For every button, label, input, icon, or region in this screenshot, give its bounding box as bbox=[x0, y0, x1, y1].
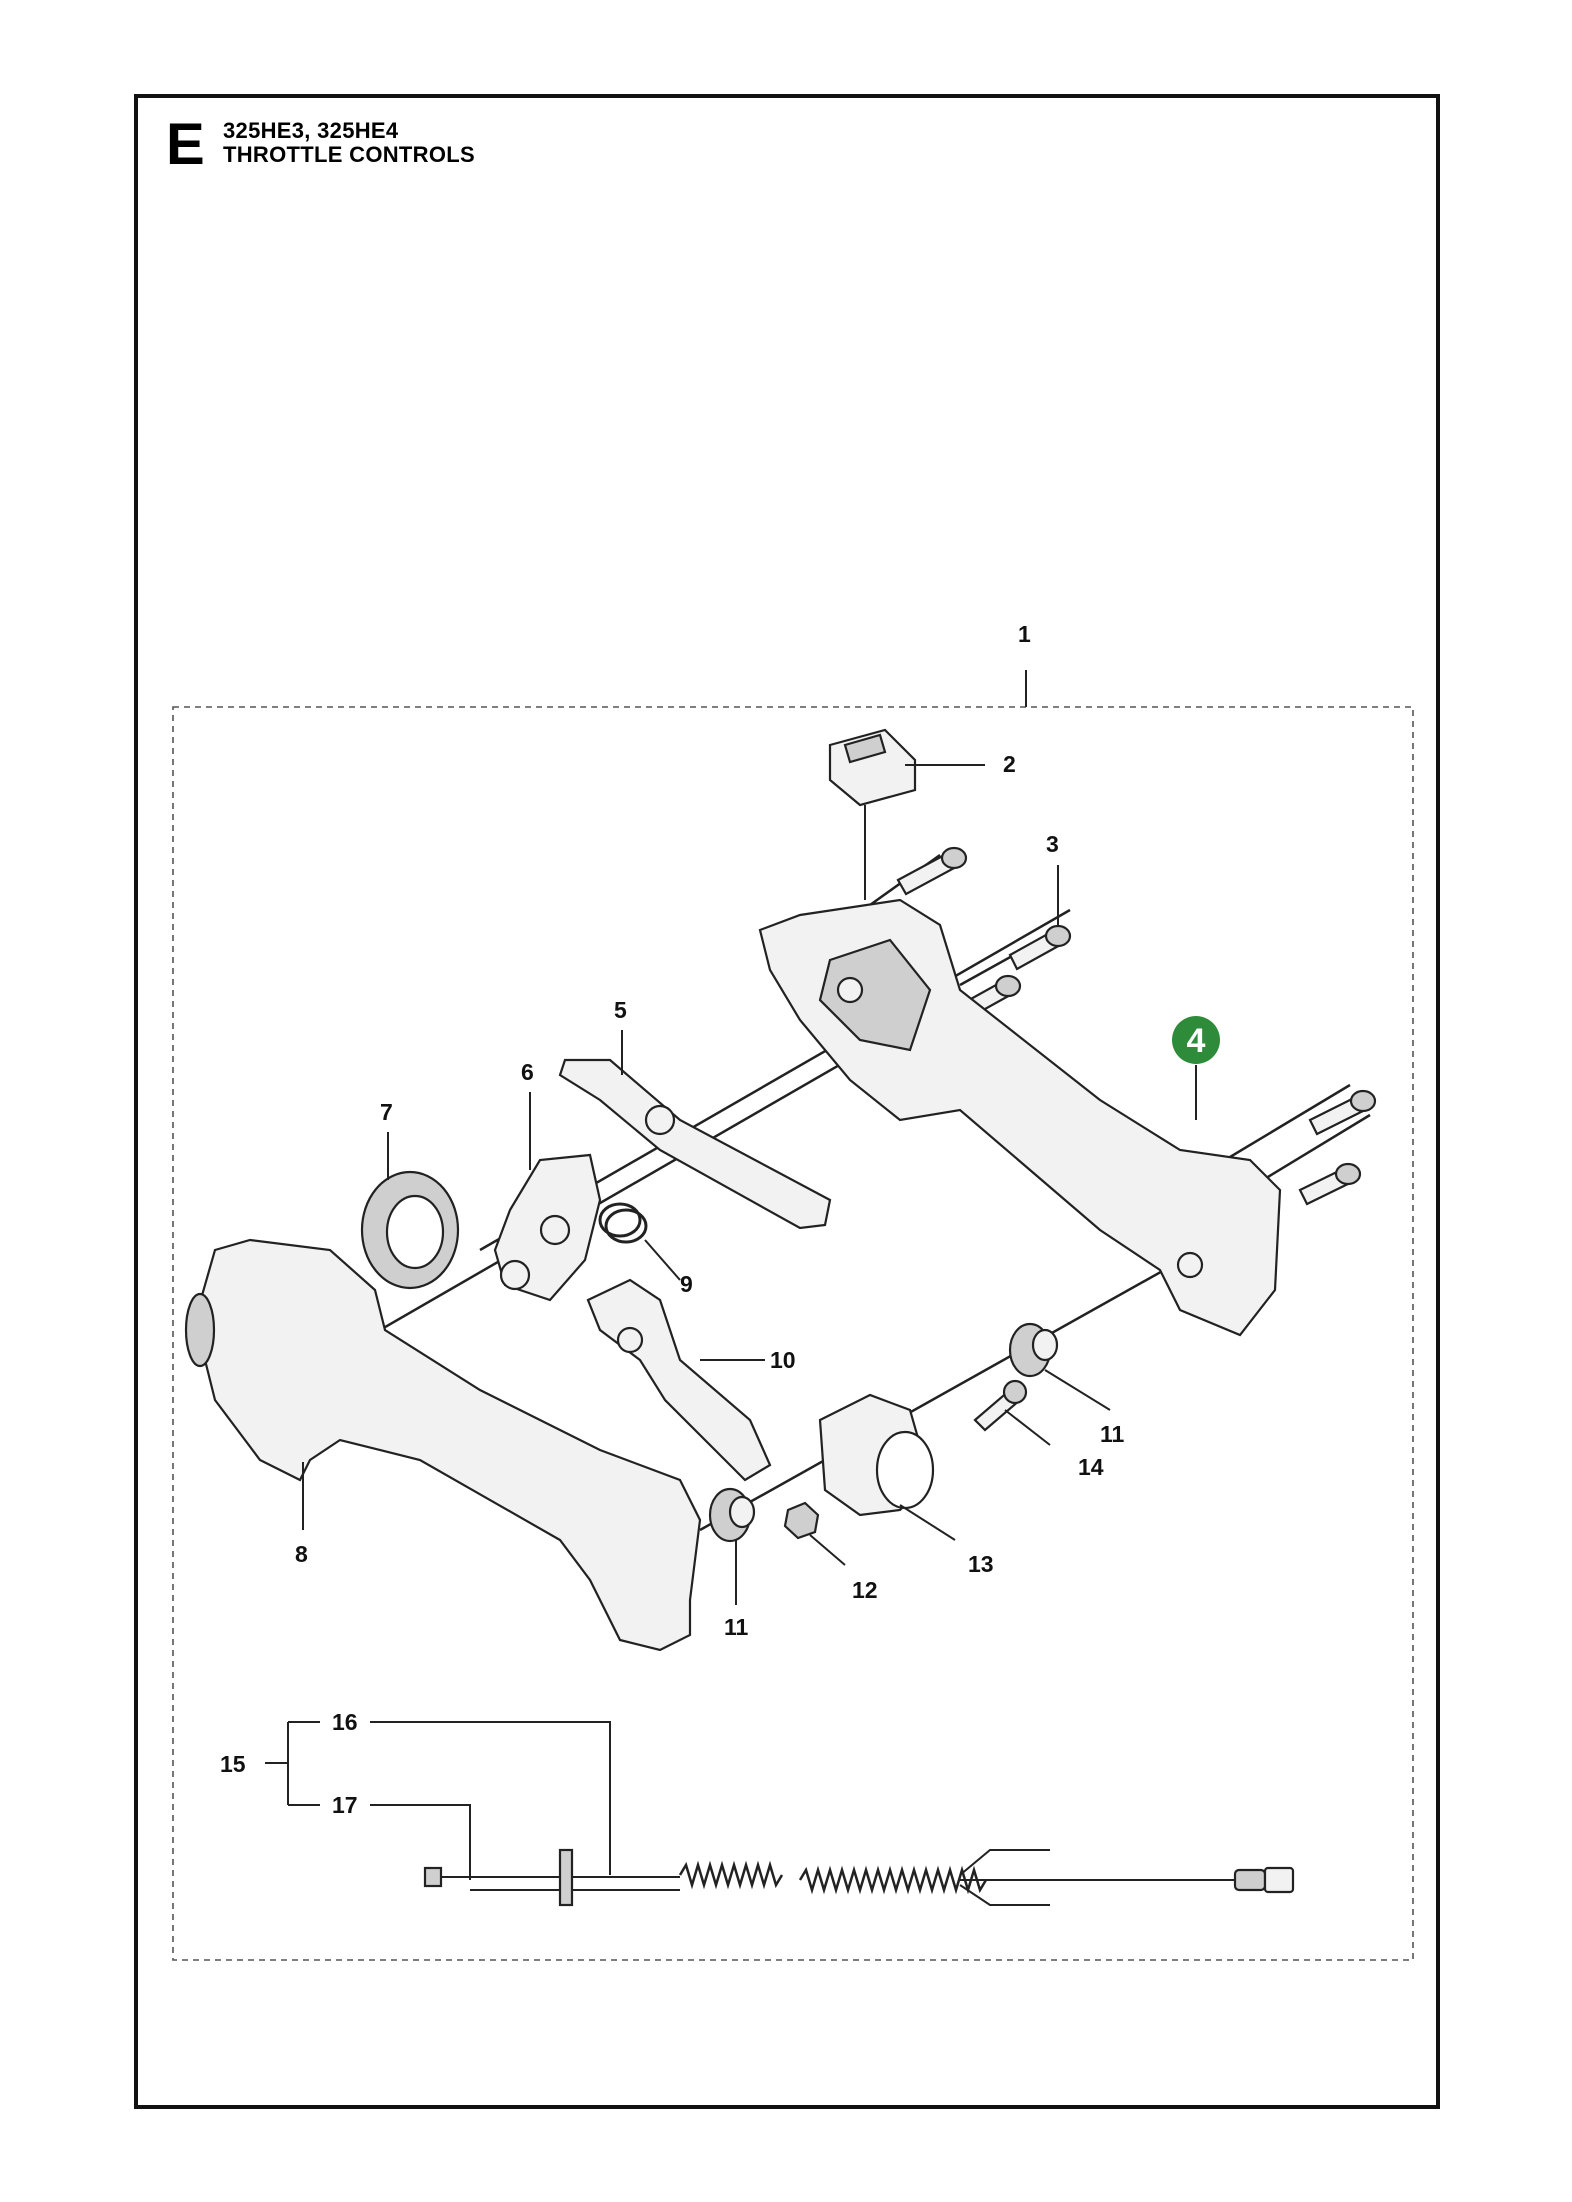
callout-6: 6 bbox=[521, 1059, 534, 1085]
callout-7: 7 bbox=[380, 1099, 393, 1125]
part-8-rear-handle bbox=[184, 1238, 702, 1652]
part-11-bushing bbox=[708, 1322, 1111, 1605]
callout-4: 4 bbox=[1187, 1022, 1206, 1060]
callout-12: 12 bbox=[852, 1577, 878, 1603]
diagram-title: THROTTLE CONTROLS bbox=[223, 142, 475, 167]
part-4-handle-housing bbox=[758, 898, 1282, 1337]
callout-1: 1 bbox=[1018, 621, 1031, 647]
callout-8: 8 bbox=[295, 1541, 308, 1567]
page-frame bbox=[134, 94, 1440, 2109]
highlighted-callout-4: 4 bbox=[1172, 1016, 1220, 1064]
axis-line bbox=[699, 1248, 1201, 1532]
callout-13: 13 bbox=[968, 1551, 994, 1577]
part-7-damper bbox=[360, 1170, 460, 1290]
callout-9: 9 bbox=[680, 1271, 693, 1297]
callout-11-left: 11 bbox=[724, 1614, 749, 1640]
part-6-bracket bbox=[493, 1153, 602, 1302]
callout-14: 14 bbox=[1078, 1454, 1104, 1480]
wiring-harness bbox=[265, 1721, 1295, 1907]
callout-17: 17 bbox=[332, 1792, 358, 1818]
callout-11-right: 11 bbox=[1100, 1421, 1125, 1447]
callout-15: 15 bbox=[220, 1751, 246, 1777]
part-12-nut bbox=[783, 1501, 846, 1566]
part-5-throttle-lever bbox=[558, 1058, 832, 1230]
callout-2: 2 bbox=[1003, 751, 1016, 777]
part-10-trigger bbox=[586, 1278, 772, 1482]
highlight-badge bbox=[1172, 1016, 1220, 1064]
part-14-screw bbox=[973, 1379, 1051, 1446]
part-3-screws bbox=[896, 846, 1377, 1206]
callout-10: 10 bbox=[770, 1347, 796, 1373]
part-2-switch bbox=[828, 728, 917, 900]
part-9-spring bbox=[598, 1202, 681, 1281]
callout-16: 16 bbox=[332, 1709, 358, 1735]
section-letter: E bbox=[166, 112, 205, 177]
part-13-clamp bbox=[818, 1393, 956, 1541]
callout-5: 5 bbox=[614, 997, 627, 1023]
callout-3: 3 bbox=[1046, 831, 1059, 857]
assembly-boundary bbox=[172, 706, 1414, 1961]
axis-line bbox=[379, 1028, 901, 1332]
model-numbers: 325HE3, 325HE4 bbox=[223, 118, 399, 143]
